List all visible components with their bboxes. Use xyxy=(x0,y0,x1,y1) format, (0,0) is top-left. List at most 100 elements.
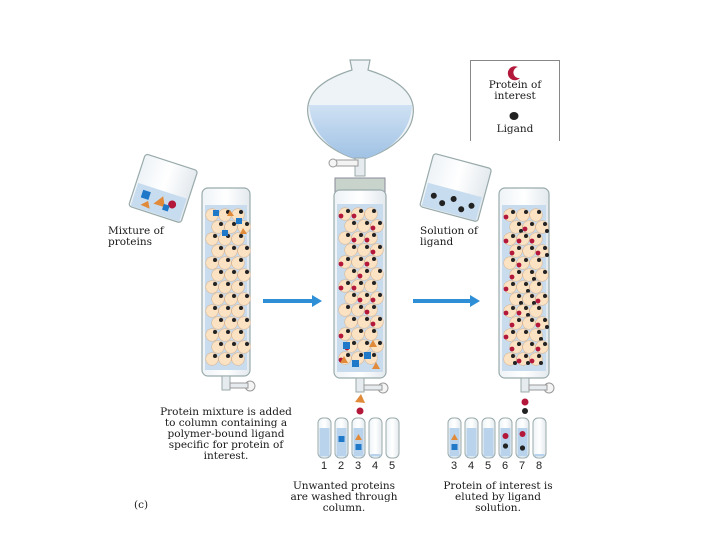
ligand-dot xyxy=(524,234,528,238)
bound-protein xyxy=(535,346,541,352)
ligand-dot xyxy=(239,234,243,238)
group1-tube-number: 1 xyxy=(321,460,328,472)
bound-protein xyxy=(516,238,522,244)
ligand-dot xyxy=(511,282,515,286)
bound-protein xyxy=(535,322,541,328)
ligand-dot xyxy=(365,221,369,225)
ligand-dot xyxy=(359,233,363,237)
ligand-dot xyxy=(372,281,376,285)
flow-arrow-2 xyxy=(413,295,480,307)
ligand-dot xyxy=(543,270,547,274)
bound-protein xyxy=(516,310,522,316)
bound-protein xyxy=(364,237,370,243)
free-ligand xyxy=(526,289,530,293)
unwanted-protein xyxy=(364,352,371,359)
bound-protein xyxy=(364,261,370,267)
free-ligand xyxy=(539,337,543,341)
bound-protein xyxy=(522,226,528,232)
collection-tube xyxy=(385,417,400,459)
unwanted-protein xyxy=(343,342,350,349)
protein-of-interest-icon xyxy=(507,66,520,81)
free-ligand xyxy=(519,229,523,233)
ligand-dot xyxy=(517,246,521,250)
column-1 xyxy=(128,153,256,392)
ligand-dot xyxy=(359,209,363,213)
ligand-dot xyxy=(378,269,382,273)
ligand-dot xyxy=(219,270,223,274)
ligand-dot xyxy=(530,294,534,298)
ligand-dot xyxy=(524,210,528,214)
bound-protein xyxy=(535,250,541,256)
ligand-dot xyxy=(232,222,236,226)
ligand-dot xyxy=(524,354,528,358)
ligand-dot xyxy=(245,342,249,346)
bound-protein xyxy=(529,238,535,244)
group2-tube-number: 6 xyxy=(502,460,509,472)
bound-protein xyxy=(516,262,522,268)
ligand-dot xyxy=(530,222,534,226)
group2-tube-number: 4 xyxy=(468,460,475,472)
ligand-dot xyxy=(537,282,541,286)
collection-tubes-group-2 xyxy=(447,417,547,459)
ligand-dot xyxy=(245,222,249,226)
ligand-icon xyxy=(509,112,519,120)
ligand-dot xyxy=(365,245,369,249)
ligand-dot xyxy=(372,209,376,213)
bound-protein xyxy=(351,237,357,243)
ligand-dot xyxy=(517,342,521,346)
free-ligand xyxy=(513,361,517,365)
ligand-dot xyxy=(219,246,223,250)
ligand-dot xyxy=(530,270,534,274)
solution-label: Solution of ligand xyxy=(420,225,478,248)
group1-tube-number: 2 xyxy=(338,460,345,472)
ligand-dot xyxy=(537,330,541,334)
bound-protein xyxy=(351,285,357,291)
ligand-dot xyxy=(378,317,382,321)
legend-box: Protein of interest Ligand xyxy=(470,60,560,141)
free-ligand xyxy=(539,361,543,365)
ligand-dot xyxy=(378,293,382,297)
ligand-dot xyxy=(226,306,230,310)
ligand-dot xyxy=(213,282,217,286)
ligand-dot xyxy=(219,294,223,298)
ligand-dot xyxy=(352,245,356,249)
ligand-dot xyxy=(213,354,217,358)
ligand-dot xyxy=(524,282,528,286)
free-ligand xyxy=(526,361,530,365)
free-ligand xyxy=(532,301,536,305)
ligand-dot xyxy=(239,258,243,262)
legend-ligand-label: Ligand xyxy=(496,123,534,135)
ligand-dot xyxy=(517,270,521,274)
ligand-dot xyxy=(524,330,528,334)
ligand-dot xyxy=(213,234,217,238)
unwanted-protein xyxy=(340,356,348,363)
bound-protein xyxy=(509,322,515,328)
ligand-dot xyxy=(537,210,541,214)
bound-protein xyxy=(357,273,363,279)
ligand-dot xyxy=(517,318,521,322)
free-ligand xyxy=(532,277,536,281)
free-ligand xyxy=(519,301,523,305)
ligand-dot xyxy=(226,330,230,334)
ligand-dot xyxy=(378,341,382,345)
ligand-dot xyxy=(511,234,515,238)
ligand-dot xyxy=(359,305,363,309)
ligand-dot xyxy=(219,342,223,346)
bound-protein xyxy=(370,297,376,303)
ligand-dot xyxy=(245,246,249,250)
free-ligand xyxy=(545,229,549,233)
ligand-dot xyxy=(232,294,236,298)
group2-tube-number: 5 xyxy=(485,460,492,472)
free-ligand xyxy=(545,325,549,329)
bound-protein xyxy=(370,225,376,231)
group1-tube-number: 3 xyxy=(355,460,362,472)
group2-tube-number: 3 xyxy=(451,460,458,472)
bound-protein xyxy=(351,213,357,219)
bound-protein xyxy=(535,298,541,304)
ligand-dot xyxy=(359,353,363,357)
ligand-dot xyxy=(530,246,534,250)
ligand-dot xyxy=(226,354,230,358)
ligand-dot xyxy=(219,318,223,322)
ligand-dot xyxy=(517,222,521,226)
group1-tube-number: 4 xyxy=(372,460,379,472)
